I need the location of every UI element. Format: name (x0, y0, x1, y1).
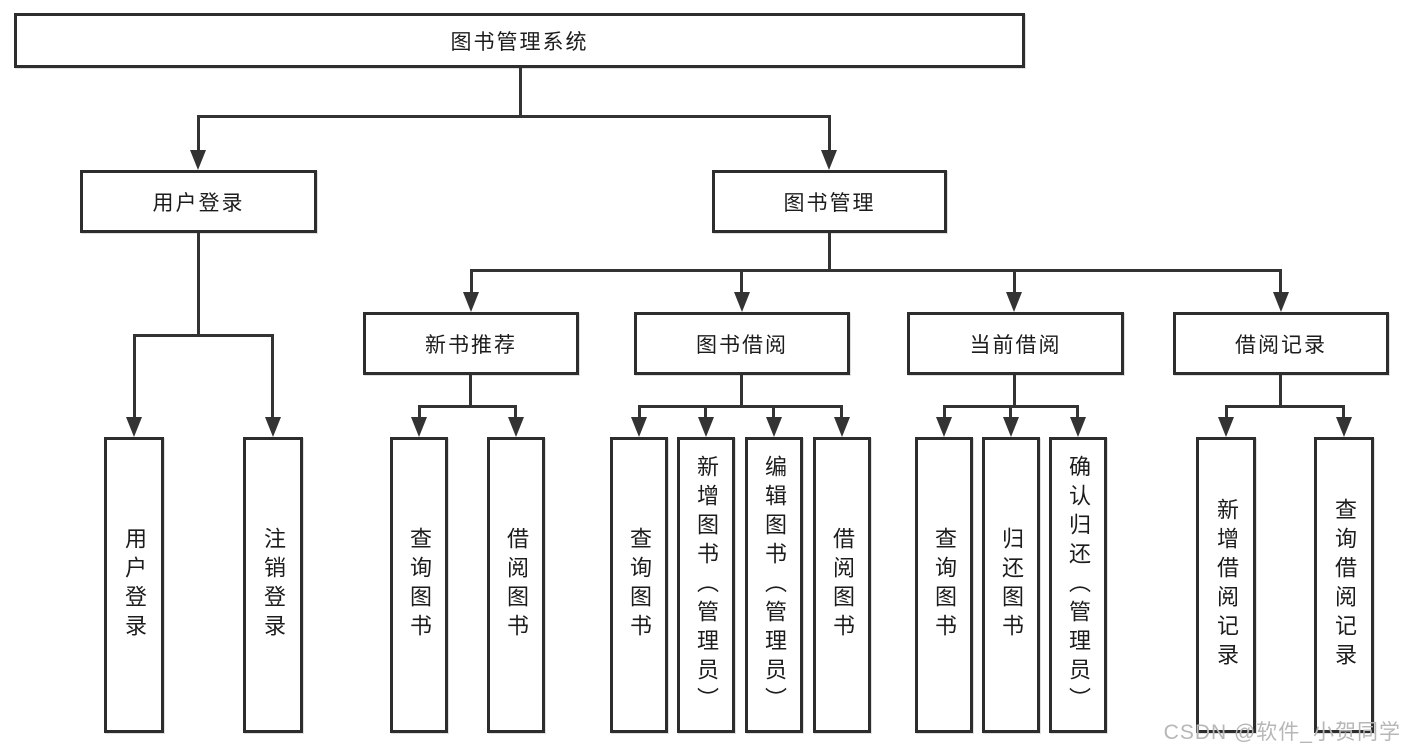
node-book-borrowing: 图书借阅 (634, 312, 850, 375)
connector-drop-line (1225, 405, 1228, 420)
node-library-management-system: 图书管理系统 (14, 13, 1025, 68)
connector-stem (469, 375, 472, 407)
leaf-logout: 注销登录 (243, 437, 303, 733)
connector-drop-line (704, 405, 707, 420)
arrow-down-icon (265, 417, 281, 437)
leaf-add-books-admin: 新增图书（管理员） (677, 437, 735, 733)
connector-user-login-stem (197, 233, 200, 336)
leaf-add-borrow-record: 新增借阅记录 (1196, 437, 1256, 733)
connector-stem (1013, 375, 1016, 407)
connector-book-management-bar (470, 269, 1282, 272)
connector-drop-line (133, 334, 136, 419)
connector-bar (638, 405, 843, 408)
connector-stem (1279, 375, 1282, 407)
arrow-down-icon (734, 292, 750, 312)
arrow-down-icon (1006, 292, 1022, 312)
leaf-query-books-recommend: 查询图书 (390, 437, 448, 733)
connector-drop-line (828, 115, 831, 153)
arrow-down-icon (698, 417, 714, 437)
leaf-query-books-borrowing: 查询图书 (610, 437, 668, 733)
connector-drop-line (271, 334, 274, 419)
leaf-query-borrow-record: 查询借阅记录 (1314, 437, 1374, 733)
connector-drop-line (840, 405, 843, 420)
node-book-management: 图书管理 (712, 170, 947, 233)
leaf-edit-books-admin: 编辑图书（管理员） (745, 437, 803, 733)
watermark: CSDN @软件_小贺同学 (1163, 721, 1401, 744)
arrow-down-icon (463, 292, 479, 312)
connector-drop-line (514, 405, 517, 420)
node-user-login: 用户登录 (80, 170, 317, 233)
leaf-user-login: 用户登录 (104, 437, 164, 733)
connector-drop-line (418, 405, 421, 420)
connector-drop-line (1013, 269, 1016, 295)
arrow-down-icon (936, 417, 952, 437)
connector-drop-line (1076, 405, 1079, 420)
connector-drop-line (470, 269, 473, 295)
connector-drop-line (1009, 405, 1012, 420)
arrow-down-icon (821, 150, 837, 170)
arrow-down-icon (1336, 417, 1352, 437)
arrow-down-icon (508, 417, 524, 437)
arrow-down-icon (766, 417, 782, 437)
arrow-down-icon (411, 417, 427, 437)
connector-drop-line (638, 405, 641, 420)
leaf-borrow-books-recommend: 借阅图书 (487, 437, 545, 733)
connector-user-login-bar (133, 334, 274, 337)
arrow-down-icon (1003, 417, 1019, 437)
arrow-down-icon (631, 417, 647, 437)
connector-drop-line (943, 405, 946, 420)
connector-stem (740, 375, 743, 407)
arrow-down-icon (126, 417, 142, 437)
connector-drop-line (740, 269, 743, 295)
leaf-query-books-current: 查询图书 (915, 437, 973, 733)
connector-bar (1225, 405, 1345, 408)
leaf-return-books: 归还图书 (982, 437, 1040, 733)
arrow-down-icon (190, 150, 206, 170)
arrow-down-icon (1070, 417, 1086, 437)
connector-root-bar (197, 115, 831, 118)
leaf-borrow-books: 借阅图书 (813, 437, 871, 733)
arrow-down-icon (1218, 417, 1234, 437)
arrow-down-icon (834, 417, 850, 437)
connector-drop-line (1279, 269, 1282, 295)
connector-drop-line (772, 405, 775, 420)
connector-bar (418, 405, 517, 408)
connector-drop-line (1342, 405, 1345, 420)
node-borrowing-records: 借阅记录 (1173, 312, 1389, 375)
leaf-confirm-return-admin: 确认归还（管理员） (1049, 437, 1107, 733)
connector-drop-line (197, 115, 200, 153)
arrow-down-icon (1273, 292, 1289, 312)
connector-book-management-stem (828, 233, 831, 271)
node-current-borrowing: 当前借阅 (907, 312, 1124, 375)
connector-root-stem (519, 68, 522, 118)
node-new-book-recommendation: 新书推荐 (363, 312, 579, 375)
